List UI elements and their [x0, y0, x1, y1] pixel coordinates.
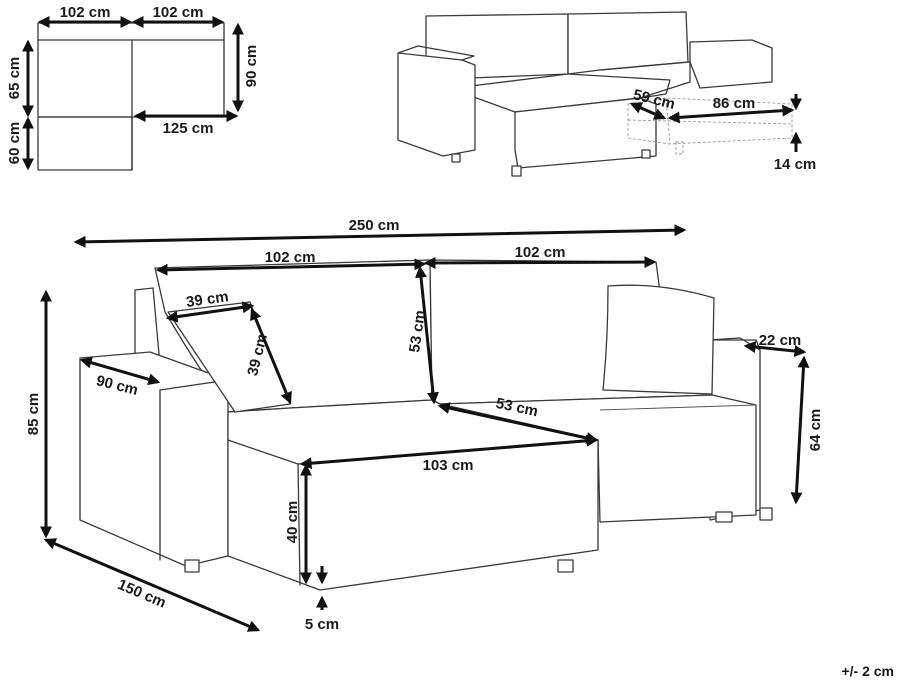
- plan-depth-top-label: 65 cm: [6, 57, 23, 100]
- main-view: 250 cm 102 cm 102 cm 39 cm 39 cm 90 cm 5…: [25, 217, 824, 633]
- back-height-label: 53 cm: [406, 309, 429, 353]
- arm-width-label: 22 cm: [759, 332, 802, 349]
- arm-height-arrow: [790, 355, 810, 505]
- arm-width-arrow: [743, 341, 807, 357]
- back-right-label: 102 cm: [515, 244, 566, 261]
- bed-depth-arrow: [629, 102, 667, 120]
- plan-depth-bottom-label: 60 cm: [6, 122, 23, 165]
- pillow-width-label: 39 cm: [185, 288, 229, 311]
- plan-depth-right-label: 90 cm: [243, 45, 260, 88]
- bed-width-label: 86 cm: [713, 95, 756, 112]
- plan-chaise-length-label: 125 cm: [163, 120, 214, 137]
- plan-width-right-label: 102 cm: [153, 4, 204, 21]
- chaise-width-label: 103 cm: [423, 457, 474, 474]
- pillow-height-arrow: [250, 307, 292, 405]
- overall-height-label: 85 cm: [25, 393, 42, 436]
- chaise-depth-arrow: [43, 538, 261, 632]
- back-left-label: 102 cm: [265, 249, 316, 266]
- pillow-width-arrow: [165, 301, 255, 323]
- bed-view: 59 cm 86 cm 14 cm: [397, 11, 817, 177]
- back-right-arrow: [423, 256, 657, 269]
- total-width-arrow: [73, 224, 687, 248]
- total-width-label: 250 cm: [349, 217, 400, 234]
- bed-width-arrow: [667, 104, 795, 124]
- seat-height-label: 40 cm: [284, 501, 301, 544]
- plan-outline: [37, 22, 225, 171]
- bed-sofa-outline: [397, 11, 773, 177]
- plan-view: 102 cm 102 cm 65 cm 60 cm 90 cm 125 cm: [6, 4, 260, 171]
- back-left-arrow: [155, 258, 427, 276]
- arm-height-label: 64 cm: [807, 409, 824, 452]
- leg-height-label: 5 cm: [305, 616, 339, 633]
- tolerance-note: +/- 2 cm: [841, 663, 894, 679]
- seat-depth-arrow: [437, 402, 599, 444]
- arm-depth-arrow: [79, 356, 161, 386]
- main-sofa-outline: [79, 259, 773, 591]
- bed-height-label: 14 cm: [774, 156, 817, 173]
- plan-width-left-label: 102 cm: [60, 4, 111, 21]
- chaise-width-arrow: [299, 434, 599, 470]
- back-height-arrow: [415, 265, 439, 405]
